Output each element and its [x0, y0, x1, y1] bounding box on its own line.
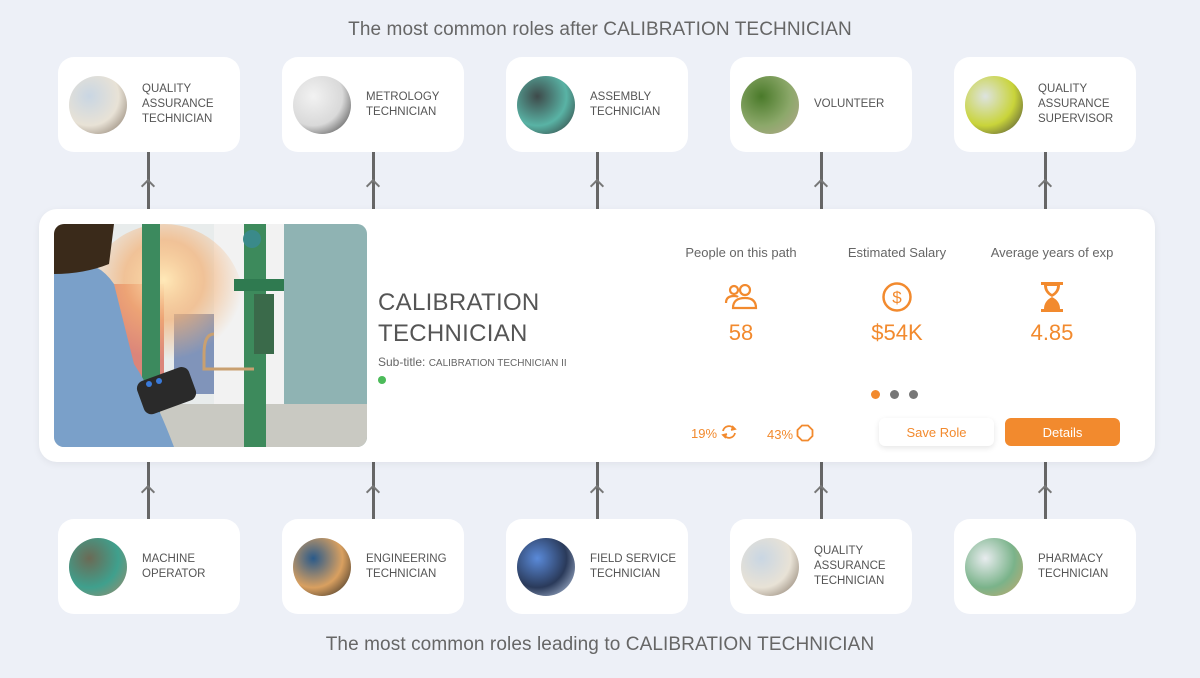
refresh-icon — [720, 424, 738, 443]
role-thumbnail — [293, 75, 351, 134]
previous-role-card[interactable]: ENGINEERING TECHNICIAN — [282, 519, 464, 614]
dollar-circle-icon: $ — [822, 282, 972, 312]
metric-value: 43% — [767, 427, 794, 442]
stat-label: Average years of exp — [990, 245, 1114, 260]
metric-value: 19% — [691, 426, 718, 441]
metric-octagon: 43% — [767, 424, 814, 445]
heading-previous-roles: The most common roles leading to CALIBRA… — [325, 634, 875, 655]
arrow-up-icon — [1037, 178, 1053, 194]
role-thumbnail — [293, 537, 351, 596]
pagination-dot-3[interactable] — [909, 390, 918, 399]
previous-role-card[interactable]: MACHINE OPERATOR — [58, 519, 240, 614]
role-title: CALIBRATION TECHNICIAN — [378, 289, 540, 347]
connector-line — [1044, 462, 1047, 519]
arrow-up-icon — [589, 178, 605, 194]
previous-role-card[interactable]: FIELD SERVICE TECHNICIAN — [506, 519, 688, 614]
stat-value: 4.85 — [1030, 320, 1074, 345]
role-thumbnail — [965, 537, 1023, 596]
stat-value: 58 — [728, 320, 754, 345]
role-thumbnail — [517, 537, 575, 596]
arrow-up-icon — [140, 178, 156, 194]
heading-next-roles: The most common roles after CALIBRATION … — [348, 19, 852, 40]
stat-people-on-path: People on this path 58 — [666, 245, 816, 346]
save-role-button[interactable]: Save Role — [879, 418, 994, 446]
status-indicator-dot — [378, 376, 386, 384]
connector-line — [820, 462, 823, 519]
role-label: METROLOGY TECHNICIAN — [366, 90, 440, 118]
role-hero-image — [54, 224, 367, 447]
arrow-up-icon — [589, 484, 605, 500]
role-label: PHARMACY TECHNICIAN — [1038, 552, 1109, 580]
stat-label: People on this path — [685, 245, 797, 260]
connector-line — [147, 462, 150, 519]
subtitle-label: Sub-title: — [378, 355, 426, 369]
role-thumbnail — [741, 537, 799, 596]
role-label: QUALITY ASSURANCE TECHNICIAN — [814, 545, 886, 587]
role-label: ENGINEERING TECHNICIAN — [366, 552, 447, 580]
details-button[interactable]: Details — [1005, 418, 1120, 446]
next-role-card[interactable]: VOLUNTEER — [730, 57, 912, 152]
connector-line — [596, 462, 599, 519]
subtitle-value: CALIBRATION TECHNICIAN II — [428, 358, 567, 369]
arrow-up-icon — [365, 178, 381, 194]
stat-label: Estimated Salary — [847, 245, 947, 260]
hourglass-icon — [977, 282, 1127, 312]
metric-refresh: 19% — [691, 424, 738, 443]
role-label: QUALITY ASSURANCE SUPERVISOR — [1038, 83, 1114, 125]
role-label: QUALITY ASSURANCE TECHNICIAN — [142, 83, 214, 125]
role-label: MACHINE OPERATOR — [142, 552, 206, 580]
svg-text:$: $ — [892, 288, 902, 307]
octagon-icon — [796, 424, 814, 445]
role-thumbnail — [517, 75, 575, 134]
role-thumbnail — [69, 537, 127, 596]
role-thumbnail — [965, 75, 1023, 134]
connector-line — [372, 152, 375, 209]
arrow-up-icon — [813, 178, 829, 194]
arrow-up-icon — [140, 484, 156, 500]
connector-line — [820, 152, 823, 209]
next-role-card[interactable]: QUALITY ASSURANCE TECHNICIAN — [58, 57, 240, 152]
connector-line — [372, 462, 375, 519]
role-label: VOLUNTEER — [814, 98, 885, 110]
arrow-up-icon — [365, 484, 381, 500]
stat-value: $54K — [871, 320, 923, 345]
role-label: FIELD SERVICE TECHNICIAN — [590, 552, 677, 580]
stat-average-years: Average years of exp 4.85 — [977, 245, 1127, 346]
current-role-card: CALIBRATION TECHNICIAN Sub-title: CALIBR… — [39, 209, 1155, 462]
pagination-dot-2[interactable] — [890, 390, 899, 399]
role-thumbnail — [741, 75, 799, 134]
role-label: ASSEMBLY TECHNICIAN — [590, 90, 661, 118]
pagination-dot-1[interactable] — [871, 390, 880, 399]
previous-role-card[interactable]: QUALITY ASSURANCE TECHNICIAN — [730, 519, 912, 614]
stat-estimated-salary: Estimated Salary $ $54K — [822, 245, 972, 346]
role-subtitle: Sub-title: CALIBRATION TECHNICIAN II — [378, 355, 567, 369]
connector-line — [147, 152, 150, 209]
arrow-up-icon — [813, 484, 829, 500]
connector-line — [1044, 152, 1047, 209]
next-role-card[interactable]: ASSEMBLY TECHNICIAN — [506, 57, 688, 152]
next-role-card[interactable]: METROLOGY TECHNICIAN — [282, 57, 464, 152]
connector-line — [596, 152, 599, 209]
people-icon — [666, 282, 816, 312]
arrow-up-icon — [1037, 484, 1053, 500]
carousel-pagination — [871, 390, 918, 399]
next-role-card[interactable]: QUALITY ASSURANCE SUPERVISOR — [954, 57, 1136, 152]
previous-role-card[interactable]: PHARMACY TECHNICIAN — [954, 519, 1136, 614]
role-thumbnail — [69, 75, 127, 134]
